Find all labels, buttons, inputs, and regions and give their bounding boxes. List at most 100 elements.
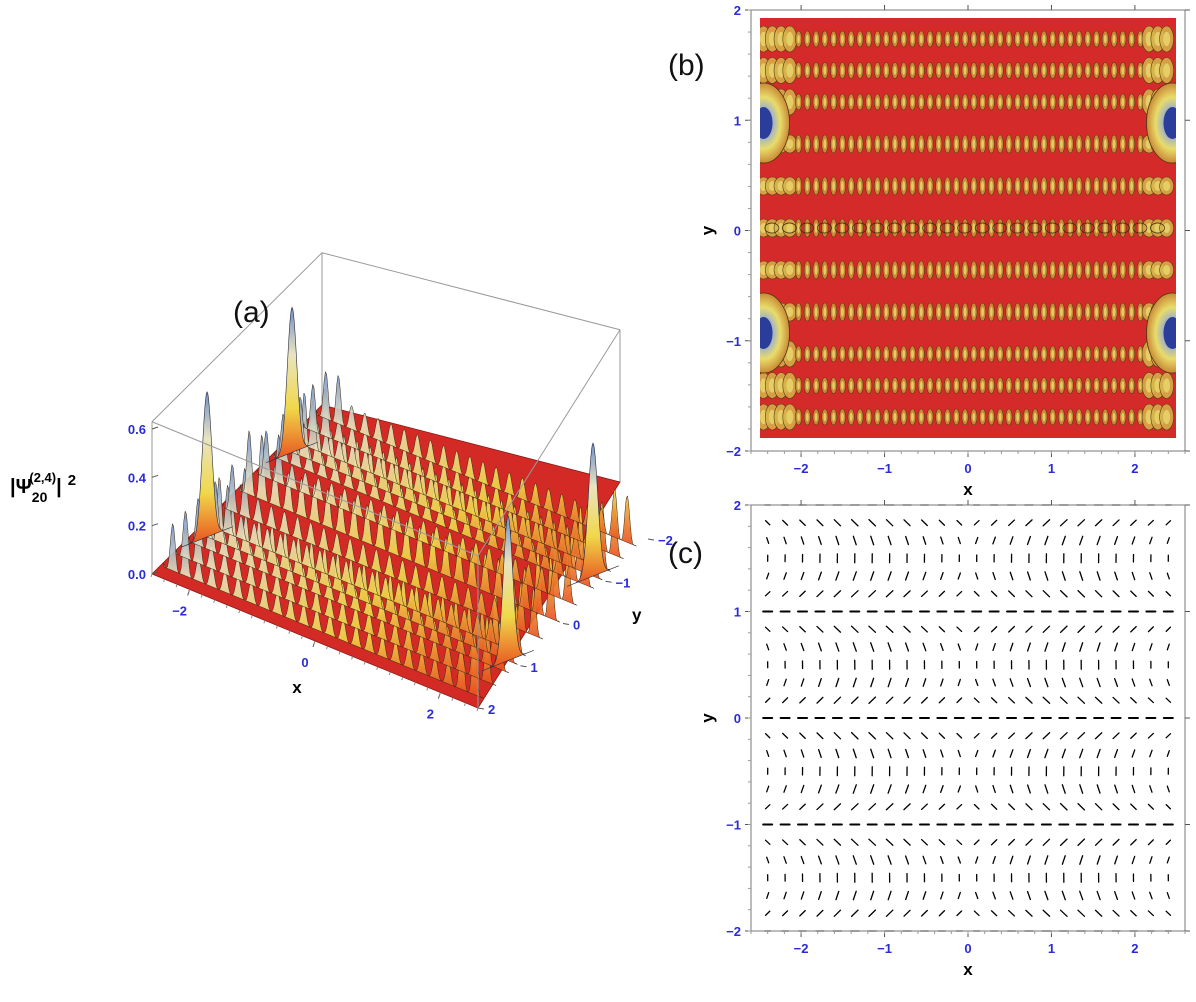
- contour-center-oval: [1097, 222, 1113, 234]
- vector-arrow: [1166, 679, 1170, 686]
- contour-fringe-core: [1051, 34, 1055, 44]
- contour-fringe-core: [1121, 97, 1125, 107]
- contour-fringe-core: [946, 223, 949, 233]
- contour-fringe-core: [1163, 31, 1171, 47]
- contour-fringe-core: [937, 181, 941, 191]
- x-minor-tick: [401, 676, 404, 681]
- panel-c-x-tick-label: −1: [877, 941, 892, 956]
- vector-arrow: [922, 891, 927, 900]
- contour-fringe-core: [1068, 139, 1072, 149]
- contour-fringe-core: [1086, 307, 1090, 317]
- vector-arrow: [1094, 625, 1103, 633]
- vector-arrow: [1130, 625, 1137, 633]
- vector-arrow: [1094, 590, 1103, 598]
- contour-fringe-core: [840, 139, 844, 149]
- contour-fringe-core: [954, 265, 958, 275]
- contour-fringe-core: [1138, 34, 1142, 44]
- vector-arrow: [817, 571, 822, 581]
- contour-fringe-core: [954, 139, 958, 149]
- contour-center-oval: [869, 222, 885, 234]
- vector-arrow: [956, 732, 963, 739]
- contour-fringe-core: [1103, 307, 1107, 317]
- contour-fringe-core: [989, 307, 993, 317]
- contour-center-oval: [782, 222, 797, 234]
- contour-fringe-core: [849, 66, 853, 75]
- vector-arrow: [940, 891, 944, 900]
- x-minor-tick: [250, 615, 253, 619]
- contour-fringe-core: [1086, 349, 1090, 359]
- contour-fringe-core: [911, 265, 914, 275]
- contour-fringe-core: [1025, 139, 1028, 149]
- vector-arrow: [1008, 803, 1016, 811]
- contour-fringe-core: [1033, 181, 1037, 191]
- vector-arrow: [1131, 536, 1136, 545]
- contour-fringe-core: [867, 181, 871, 191]
- contour-fringe-core: [1086, 139, 1090, 149]
- contour-fringe-core: [805, 223, 809, 233]
- contour-fringe-core: [805, 139, 809, 149]
- vector-arrow: [850, 838, 859, 846]
- vector-arrow: [870, 855, 875, 865]
- contour-fringe-core: [786, 378, 794, 393]
- panel-c-y-tick-label: 1: [734, 605, 741, 620]
- contour-fringe-core: [876, 139, 879, 149]
- contour-fringe-core: [1130, 34, 1133, 44]
- contour-fringe-core: [1086, 66, 1090, 75]
- contour-fringe-core: [1051, 139, 1055, 149]
- contour-fringe-core: [1060, 97, 1063, 107]
- vector-arrow: [1130, 803, 1137, 811]
- contour-fringe-core: [1016, 349, 1020, 359]
- contour-fringe-core: [823, 265, 827, 275]
- contour-fringe-core: [1051, 381, 1055, 390]
- vector-arrow: [1042, 803, 1051, 811]
- contour-fringe-core: [832, 223, 836, 233]
- vector-arrow: [800, 536, 805, 545]
- contour-fringe-core: [981, 66, 985, 75]
- vector-arrow: [1077, 802, 1086, 811]
- panel-b-x-tick-label: 1: [1048, 461, 1055, 476]
- vector-arrow: [1165, 697, 1172, 703]
- vector-arrow: [990, 697, 998, 704]
- contour-fringe-core: [911, 223, 914, 233]
- contour-fringe-core: [1068, 381, 1072, 390]
- vector-arrow: [885, 696, 894, 704]
- panel-a-label: (a): [233, 296, 270, 329]
- vector-arrow: [957, 536, 961, 545]
- x-axis-label: x: [292, 678, 302, 697]
- contour-fringe-core: [946, 265, 949, 275]
- contour-fringe-core: [867, 307, 871, 317]
- vector-arrow: [1147, 803, 1154, 810]
- vector-arrow: [783, 572, 787, 580]
- contour-fringe-core: [858, 97, 862, 107]
- contour-fringe-core: [1033, 381, 1037, 390]
- vector-arrow: [1044, 890, 1049, 901]
- vector-arrow: [940, 855, 944, 865]
- contour-fringe-core: [928, 349, 932, 359]
- vector-arrow: [1009, 536, 1014, 545]
- vector-arrow: [868, 731, 877, 740]
- vector-arrow: [957, 643, 962, 651]
- contour-fringe-core: [928, 381, 932, 390]
- contour-fringe-core: [1121, 223, 1125, 233]
- contour-fringe-core: [814, 97, 818, 107]
- vector-arrow: [903, 838, 911, 846]
- vector-arrow: [764, 519, 771, 526]
- vector-arrow: [1094, 803, 1103, 811]
- contour-fringe-core: [1138, 181, 1142, 191]
- contour-fringe-core: [911, 181, 914, 191]
- vector-arrow: [1026, 535, 1032, 546]
- vector-arrow: [1149, 785, 1153, 793]
- vector-arrow: [1042, 696, 1051, 704]
- vector-arrow: [816, 590, 824, 598]
- contour-fringe-core: [946, 139, 949, 149]
- contour-fringe-core: [902, 349, 906, 359]
- contour-fringe-core: [1138, 97, 1142, 107]
- vector-arrow: [1025, 696, 1033, 704]
- surface-ridge: [256, 429, 578, 606]
- contour-fringe-core: [954, 34, 958, 44]
- contour-fringe-core: [1042, 97, 1046, 107]
- vector-arrow: [833, 590, 842, 598]
- contour-fringe-core: [893, 181, 897, 191]
- contour-fringe-core: [1016, 265, 1020, 275]
- vector-arrow: [922, 678, 927, 687]
